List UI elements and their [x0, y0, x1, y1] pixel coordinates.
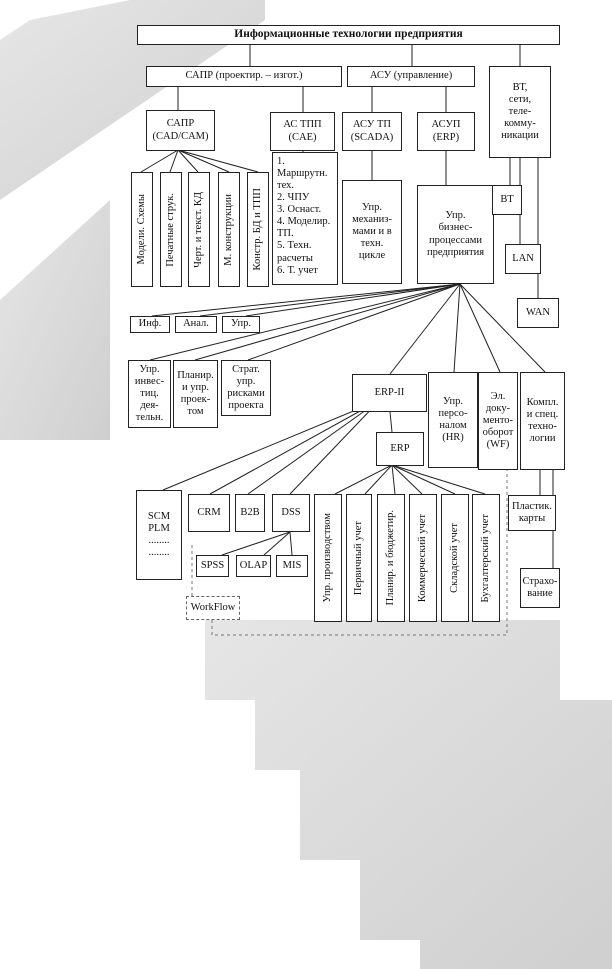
bg-shape-left [0, 200, 110, 440]
node-scm-plm: SCM PLM ........ ........ [136, 490, 182, 580]
node-m-construct-label: М. конструкции [222, 193, 234, 266]
node-wan: WAN [517, 298, 559, 328]
bg-shape-top [0, 0, 265, 200]
page-title: Информационные технологии предприятия [137, 25, 560, 45]
node-komm-uchet-label: Коммерческий учет [416, 513, 428, 603]
node-sapr-cad-cam: САПР (CAD/CAM) [146, 110, 215, 151]
node-upr-invest: Упр. инвес- тиц. дея- тельн. [128, 360, 171, 428]
node-perv-uchet-label: Первичный учет [352, 520, 364, 596]
node-sklad-uchet: Складской учет [441, 494, 469, 622]
node-as-tpp-cae: АС ТПП (CAE) [270, 112, 335, 151]
node-sapr-group: САПР (проектир. – изгот.) [146, 66, 342, 87]
node-upr-prod-label: Упр. производством [321, 513, 333, 603]
node-workflow: WorkFlow [186, 596, 240, 620]
node-asup-erp: АСУП (ERP) [417, 112, 475, 151]
node-el-doc-wf: Эл. доку- менто- оборот (WF) [478, 372, 518, 470]
node-construct-db-label: Констр. БД и ТПП [251, 188, 263, 271]
node-inf: Инф. [130, 316, 170, 333]
node-plan-project: Планир. и упр. проек- том [173, 360, 218, 428]
node-crm: CRM [188, 494, 230, 532]
node-astpp-list: 1. Маршрутн. тех. 2. ЧПУ 3. Оснаст. 4. М… [272, 152, 338, 285]
node-upr: Упр. [222, 316, 260, 333]
node-olap: OLAP [236, 555, 271, 577]
bg-shape-bottom [205, 620, 612, 969]
node-compl-tech: Компл. и спец. техно- логии [520, 372, 565, 470]
node-asu-tp-scada: АСУ ТП (SCADA) [342, 112, 402, 151]
node-draw-text-kd: Черт. и текст. КД [188, 172, 210, 287]
node-draw-text-kd-label: Черт. и текст. КД [192, 191, 204, 268]
node-upr-prod: Упр. производством [314, 494, 342, 622]
node-buh-uchet: Бухгалтерский учет [472, 494, 500, 622]
node-komm-uchet: Коммерческий учет [409, 494, 437, 622]
node-b2b: B2B [235, 494, 265, 532]
node-print-struct-label: Печатные струк. [164, 192, 176, 267]
node-vt-group: ВТ, сети, теле- комму- никации [489, 66, 551, 158]
node-dss: DSS [272, 494, 310, 532]
node-buh-uchet-label: Бухгалтерский учет [479, 513, 491, 603]
node-spss: SPSS [196, 555, 229, 577]
node-model-schemes: Модели. Схемы [131, 172, 153, 287]
node-mis: MIS [276, 555, 308, 577]
node-anal: Анал. [175, 316, 217, 333]
node-construct-db: Констр. БД и ТПП [247, 172, 269, 287]
node-plan-budget-label: Планир. и бюджетир. [384, 510, 396, 606]
node-erp: ERP [376, 432, 424, 466]
node-sklad-uchet-label: Складской учет [448, 523, 460, 593]
node-erp-ii: ERP-II [352, 374, 427, 412]
node-perv-uchet: Первичный учет [346, 494, 372, 622]
node-strat-risk: Страт. упр. рисками проекта [221, 360, 271, 416]
node-lan: LAN [505, 244, 541, 274]
node-plan-budget: Планир. и бюджетир. [377, 494, 405, 622]
node-insurance: Страхо- вание [520, 568, 560, 608]
node-model-schemes-label: Модели. Схемы [135, 194, 147, 265]
node-upr-personal-hr: Упр. персо- налом (HR) [428, 372, 478, 468]
node-upr-mech: Упр. механиз- мами и в техн. цикле [342, 180, 402, 284]
node-m-construct: М. конструкции [218, 172, 240, 287]
node-vt: ВТ [492, 185, 522, 215]
node-upr-business: Упр. бизнес- процессами предприятия [417, 185, 494, 284]
node-asu-group: АСУ (управление) [347, 66, 475, 87]
node-print-struct: Печатные струк. [160, 172, 182, 287]
node-plastic-cards: Пластик. карты [508, 495, 556, 531]
